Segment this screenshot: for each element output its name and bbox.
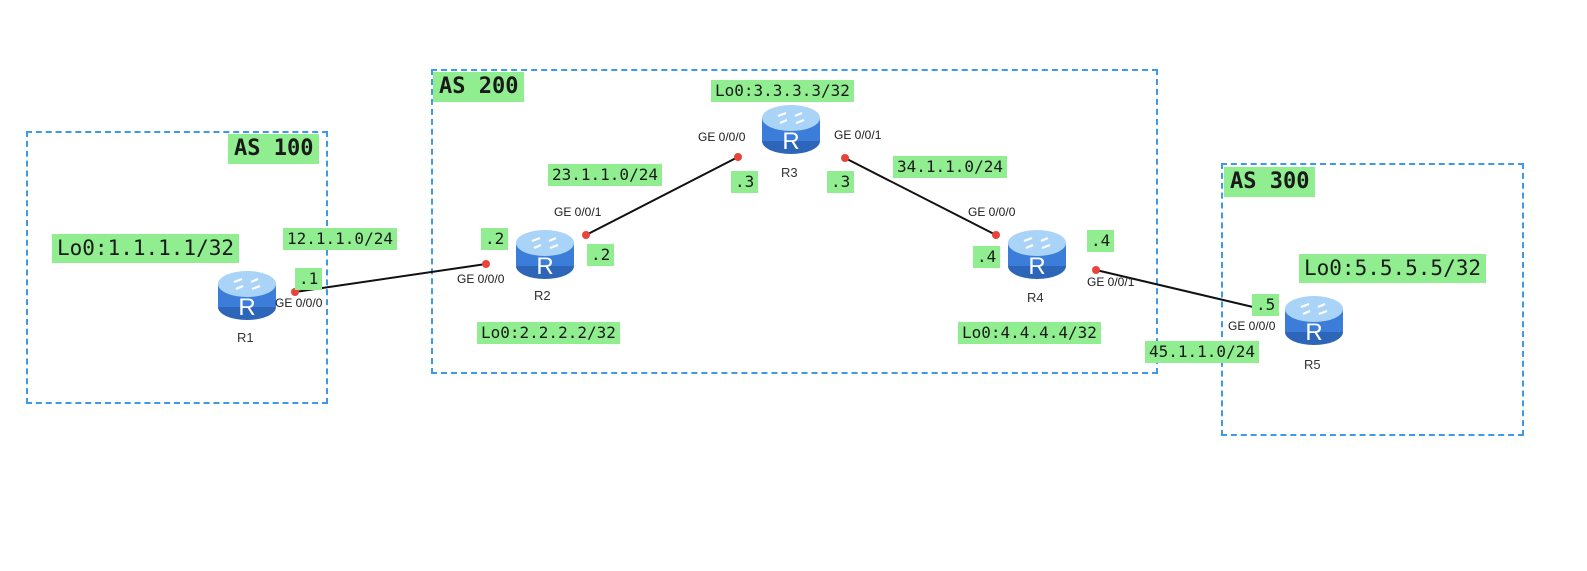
port-dot-r3-ge001 [841, 154, 849, 162]
port-label-r4-ge001: GE 0/0/1 [1087, 275, 1135, 289]
svg-text:R: R [536, 253, 553, 280]
port-label-r5-ge000: GE 0/0/0 [1228, 319, 1276, 333]
router-name-r1: R1 [237, 330, 254, 345]
loopback-label-r1: Lo0:1.1.1.1/32 [52, 234, 240, 263]
link-r1-r2 [294, 263, 487, 293]
port-dot-r3-ge000 [734, 153, 742, 161]
svg-text:R: R [1305, 319, 1322, 346]
loopback-label-r4: Lo0:4.4.4.4/32 [958, 322, 1101, 344]
port-dot-r2-ge000 [482, 260, 490, 268]
svg-text:R: R [238, 294, 255, 321]
host-label-r3-ge001: .3 [827, 171, 855, 193]
host-label-r4-ge001: .4 [1087, 230, 1115, 252]
host-label-r4-ge000: .4 [973, 246, 1001, 268]
svg-text:R: R [1028, 253, 1045, 280]
loopback-label-r5: Lo0:5.5.5.5/32 [1299, 254, 1487, 283]
port-label-r2-ge000: GE 0/0/0 [457, 272, 505, 286]
router-name-r4: R4 [1027, 290, 1044, 305]
router-icon[interactable]: R [514, 226, 576, 282]
port-label-r3-ge001: GE 0/0/1 [834, 128, 882, 142]
link-r2-r3 [585, 156, 739, 236]
router-name-r3: R3 [781, 165, 798, 180]
host-label-r1-ge000: .1 [295, 268, 323, 290]
port-label-r1-ge000: GE 0/0/0 [275, 296, 323, 310]
host-label-r2-ge001: .2 [587, 244, 615, 266]
as-100-label: AS 100 [228, 134, 320, 164]
network-label-45: 45.1.1.0/24 [1145, 341, 1259, 363]
loopback-label-r2: Lo0:2.2.2.2/32 [477, 322, 620, 344]
port-dot-r1-ge000 [291, 288, 299, 296]
as-300-label: AS 300 [1224, 167, 1316, 197]
as-200-label: AS 200 [433, 72, 525, 102]
network-label-12: 12.1.1.0/24 [283, 228, 397, 250]
router-name-r2: R2 [534, 288, 551, 303]
link-r3-r4 [844, 157, 997, 236]
port-dot-r4-ge000 [992, 231, 1000, 239]
port-dot-r2-ge001 [582, 231, 590, 239]
as-200-area [431, 69, 1158, 374]
svg-text:R: R [782, 128, 799, 155]
router-icon[interactable]: R [760, 101, 822, 157]
router-name-r5: R5 [1304, 357, 1321, 372]
network-label-23: 23.1.1.0/24 [548, 164, 662, 186]
loopback-label-r3: Lo0:3.3.3.3/32 [711, 80, 854, 102]
port-label-r2-ge001: GE 0/0/1 [554, 205, 602, 219]
port-dot-r4-ge001 [1092, 266, 1100, 274]
router-icon[interactable]: R [216, 267, 278, 323]
host-label-r5-ge000: .5 [1252, 294, 1280, 316]
link-r4-r5 [1095, 269, 1271, 312]
port-label-r4-ge000: GE 0/0/0 [968, 205, 1016, 219]
as-100-area [26, 131, 328, 404]
host-label-r3-ge000: .3 [731, 171, 759, 193]
network-label-34: 34.1.1.0/24 [893, 156, 1007, 178]
router-icon[interactable]: R [1283, 292, 1345, 348]
router-icon[interactable]: R [1006, 226, 1068, 282]
port-label-r3-ge000: GE 0/0/0 [698, 130, 746, 144]
host-label-r2-ge000: .2 [481, 228, 509, 250]
